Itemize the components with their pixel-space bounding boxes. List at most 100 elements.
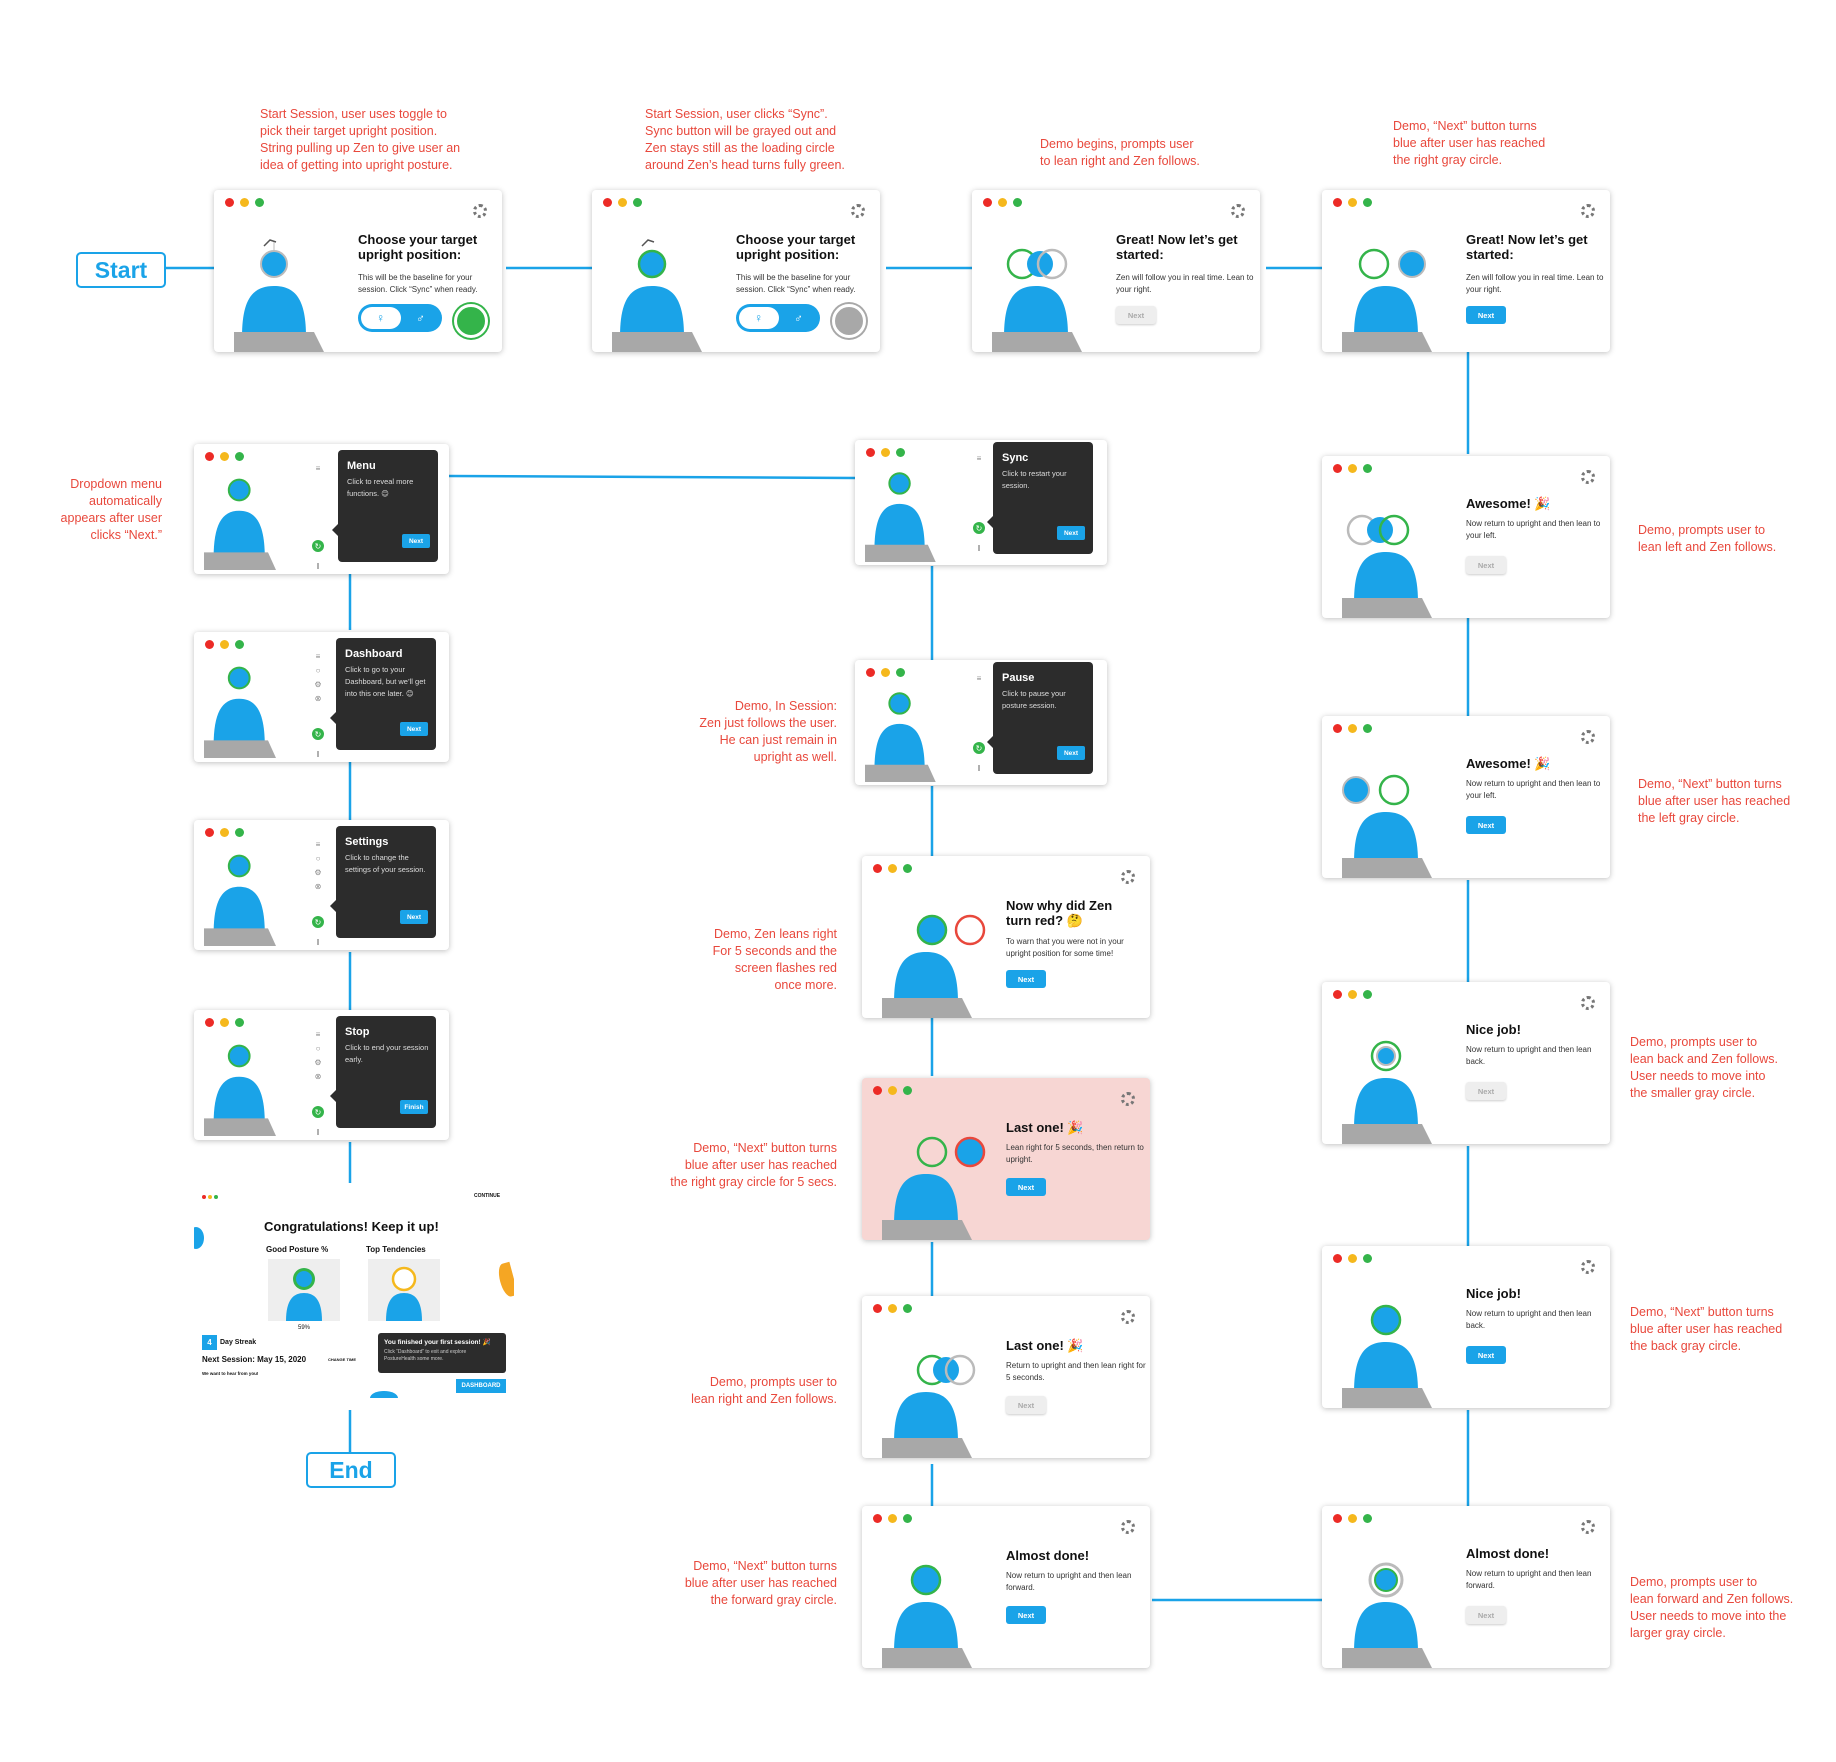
card-great-1: Great! Now let’s get started: Zen will f… (972, 190, 1260, 352)
card-last-one-1: Last one! 🎉 Lean right for 5 seconds, th… (862, 1078, 1150, 1240)
menu-icon[interactable]: ≡ (315, 651, 321, 661)
zen-figure (992, 248, 1082, 352)
menu-icon[interactable]: ≡ (315, 463, 321, 473)
note-lean-forward: Demo, prompts user to lean forward and Z… (1630, 1575, 1794, 1640)
card-awesome-1: Awesome! 🎉 Now return to upright and the… (1322, 456, 1610, 618)
stop-icon[interactable]: ⊗ (314, 693, 322, 703)
zen-figure (882, 1354, 976, 1458)
tooltip-menu: Menu Click to reveal more functions. 😊 N… (332, 450, 438, 562)
zen-figure (1342, 248, 1432, 352)
pause-icon[interactable]: ‖ (316, 561, 320, 571)
gear-icon[interactable]: ⚙ (314, 867, 322, 877)
user-icon[interactable]: ○ (315, 665, 321, 675)
card-choose-position-sync: Choose your target upright position: Thi… (592, 190, 880, 352)
note-start-toggle: Start Session, user uses toggle to pick … (260, 107, 461, 172)
zen-figure (234, 239, 324, 352)
stop-icon[interactable]: ⊗ (314, 1071, 322, 1081)
tooltip-stop: Stop Click to end your session early. Fi… (330, 1016, 436, 1128)
sync-button[interactable] (832, 304, 866, 338)
sync-icon[interactable]: ↻ (973, 742, 985, 754)
card-body: Now return to upright and then lean forw… (1466, 1569, 1592, 1590)
gear-icon[interactable] (1121, 870, 1135, 884)
sync-icon[interactable]: ↻ (973, 522, 985, 534)
sync-button[interactable] (454, 304, 488, 338)
change-time-link[interactable]: CHANGE TIME (328, 1357, 356, 1362)
stop-icon[interactable]: ⊗ (314, 881, 322, 891)
next-button[interactable]: Next (1006, 1606, 1046, 1624)
final-dashboard-screen: CONTINUE Congratulations! Keep it up! Go… (194, 1183, 514, 1398)
next-button[interactable]: Next (1466, 1082, 1506, 1100)
next-button[interactable]: Next (400, 722, 428, 736)
menu-icon[interactable]: ≡ (976, 673, 982, 683)
menu-icon[interactable]: ≡ (315, 839, 321, 849)
next-button[interactable]: Next (1466, 556, 1506, 574)
gear-icon[interactable]: ⚙ (314, 1057, 322, 1067)
next-button[interactable]: Next (1466, 1346, 1506, 1364)
next-button[interactable]: Next (1057, 526, 1085, 540)
next-button[interactable]: Next (1006, 1396, 1046, 1414)
gear-icon[interactable] (1581, 204, 1595, 218)
note-dropdown: Dropdown menu automatically appears afte… (60, 477, 162, 542)
next-button[interactable]: Next (1466, 816, 1506, 834)
streak-label: Day Streak (220, 1339, 257, 1346)
gear-icon[interactable] (1581, 1260, 1595, 1274)
user-icon[interactable]: ○ (315, 853, 321, 863)
next-button[interactable]: Next (1006, 970, 1046, 988)
final-title: Congratulations! Keep it up! (264, 1219, 439, 1234)
end-node[interactable]: End (306, 1452, 396, 1488)
posture-percent: 59% (298, 1325, 311, 1331)
zen-figure (204, 478, 276, 570)
posture-toggle[interactable]: ♀♂ (736, 304, 820, 332)
next-button[interactable]: Next (400, 910, 428, 924)
card-pause-tip: ≡ ↻ ‖ Pause Click to pause your posture … (855, 660, 1107, 785)
sync-icon[interactable]: ↻ (312, 728, 324, 740)
gear-icon[interactable] (1121, 1092, 1135, 1106)
next-button[interactable]: Next (1057, 746, 1085, 760)
next-button[interactable]: Next (1466, 1606, 1506, 1624)
sync-icon[interactable]: ↻ (312, 540, 324, 552)
pause-icon[interactable]: ‖ (316, 1127, 320, 1137)
zen-figure (1342, 514, 1432, 618)
card-body: This will be the baseline for your sessi… (736, 273, 856, 294)
pause-icon[interactable]: ‖ (316, 749, 320, 759)
next-button[interactable]: Next (1116, 306, 1156, 324)
tooltip-dashboard: Dashboard Click to go to your Dashboard,… (330, 638, 436, 750)
finish-button[interactable]: Finish (400, 1100, 428, 1114)
pause-icon[interactable]: ‖ (977, 543, 981, 553)
gear-icon[interactable] (1581, 996, 1595, 1010)
gear-icon[interactable] (1581, 730, 1595, 744)
gear-icon[interactable] (473, 204, 487, 218)
pause-icon[interactable]: ‖ (316, 937, 320, 947)
user-icon[interactable]: ○ (315, 1043, 321, 1053)
sync-icon[interactable]: ↻ (312, 916, 324, 928)
zen-figure (1342, 774, 1432, 878)
note-next-forward: Demo, “Next” button turns blue after use… (684, 1559, 837, 1607)
good-posture-label: Good Posture % (266, 1245, 329, 1254)
note-lean-back: Demo, prompts user to lean back and Zen … (1630, 1035, 1779, 1100)
gear-icon[interactable] (1121, 1520, 1135, 1534)
gear-icon[interactable] (1231, 204, 1245, 218)
zen-figure (204, 1044, 276, 1136)
menu-icon[interactable]: ≡ (976, 453, 982, 463)
gear-icon[interactable] (851, 204, 865, 218)
continue-link[interactable]: CONTINUE (474, 1193, 501, 1199)
posture-toggle[interactable]: ♀♂ (358, 304, 442, 332)
gear-icon[interactable] (1581, 470, 1595, 484)
menu-icon[interactable]: ≡ (315, 1029, 321, 1039)
next-button[interactable]: Next (402, 534, 430, 548)
next-button[interactable]: Next (1006, 1178, 1046, 1196)
gear-icon[interactable] (1121, 1310, 1135, 1324)
start-node[interactable]: Start (76, 252, 166, 288)
next-session: Next Session: May 15, 2020 (202, 1355, 307, 1364)
gear-icon[interactable]: ⚙ (314, 679, 322, 689)
card-body: Zen will follow you in real time. Lean t… (1116, 273, 1254, 294)
next-button[interactable]: Next (1466, 306, 1506, 324)
card-sync-tip: ≡ ↻ ‖ Sync Click to restart your session… (855, 440, 1107, 565)
dashboard-button[interactable]: DASHBOARD (456, 1379, 506, 1393)
card-body: Now return to upright and then lean to y… (1466, 519, 1601, 540)
pause-icon[interactable]: ‖ (977, 763, 981, 773)
sync-icon[interactable]: ↻ (312, 1106, 324, 1118)
gear-icon[interactable] (1581, 1520, 1595, 1534)
note-start-sync: Start Session, user clicks “Sync”. Sync … (645, 107, 845, 172)
